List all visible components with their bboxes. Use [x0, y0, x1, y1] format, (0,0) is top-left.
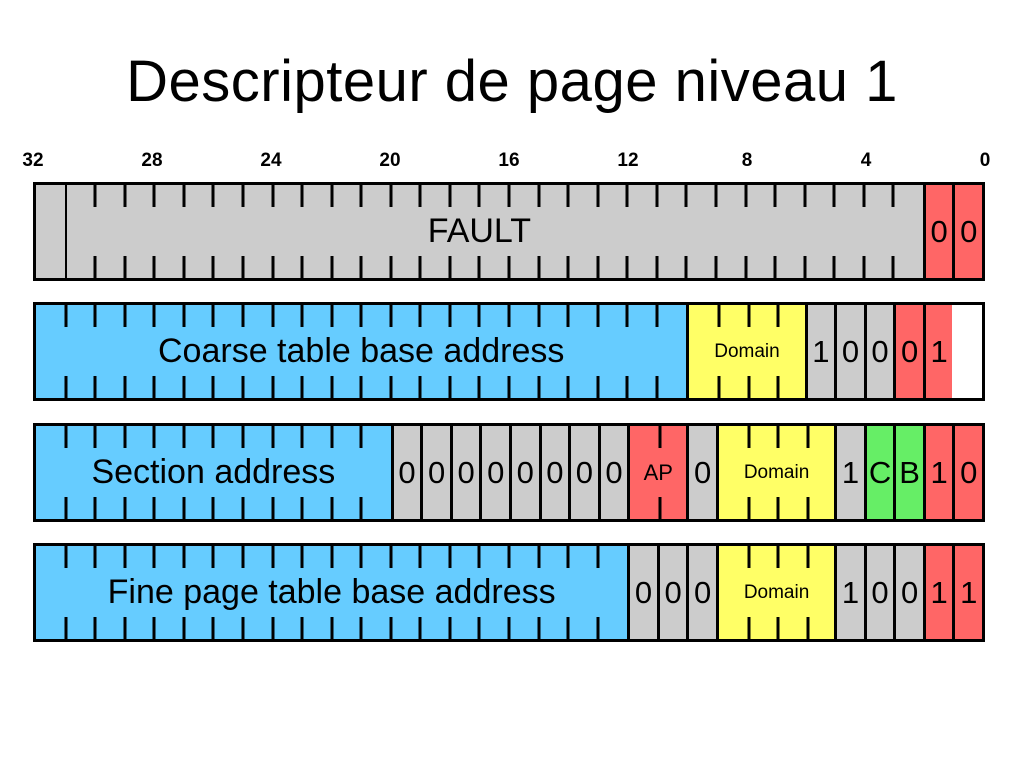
field-label: 0 [398, 454, 416, 490]
field-label: 0 [516, 454, 534, 490]
field-coarse-1: 1 [922, 305, 953, 398]
field-label: 0 [900, 574, 919, 610]
field-coarse-0: 0 [834, 305, 864, 398]
field-label: 1 [930, 454, 948, 490]
field-fine-0: 0 [656, 546, 687, 639]
field-label: 0 [694, 454, 712, 490]
field-label: 0 [457, 454, 475, 490]
field-label: 1 [930, 333, 948, 369]
field-section-0: 0 [449, 426, 480, 519]
field-label: FAULT [427, 212, 532, 250]
field-label: 0 [546, 454, 564, 490]
bit-tick-label-32: 32 [22, 150, 44, 171]
field-coarse-1: 1 [804, 305, 835, 398]
field-fine-0: 0 [686, 546, 716, 639]
field-coarse-domain: Domain [686, 305, 805, 398]
field-fine-0: 0 [863, 546, 894, 639]
field-label: 0 [487, 454, 505, 490]
field-label: 0 [930, 213, 948, 249]
field-label: Domain [743, 461, 810, 483]
bit-tick-label-8: 8 [741, 150, 753, 171]
field-label: 0 [960, 454, 978, 490]
field-label: AP [643, 459, 673, 485]
field-label: 0 [900, 333, 919, 369]
field-fine-0: 0 [893, 546, 923, 639]
field-label: 0 [575, 454, 594, 490]
field-label: 0 [871, 574, 889, 610]
field-label: 0 [634, 574, 653, 610]
field-label: Section address [91, 453, 336, 491]
field-coarse-0: 0 [893, 305, 923, 398]
field-section-0: 0 [952, 426, 982, 519]
field-fault-0: 0 [952, 185, 982, 278]
field-label: 1 [841, 454, 860, 490]
field-fine-1: 1 [922, 546, 953, 639]
field-section-1: 1 [834, 426, 864, 519]
field-section-0: 0 [686, 426, 716, 519]
bit-tick-label-4: 4 [860, 150, 872, 171]
field-label: 0 [841, 333, 860, 369]
field-label: 1 [930, 574, 948, 610]
field-fine-1: 1 [952, 546, 982, 639]
field-section-0: 0 [597, 426, 628, 519]
bit-tick-label-20: 20 [379, 150, 401, 171]
bit-tick-label-0: 0 [979, 150, 991, 171]
field-label: 0 [871, 333, 889, 369]
field-label: 0 [664, 574, 682, 610]
field-fine-domain: Domain [715, 546, 835, 639]
field-section-1: 1 [922, 426, 953, 519]
field-fine-fine-page-table-base-address: Fine page table base address [36, 546, 628, 639]
field-fault-fault: FAULT [36, 185, 923, 278]
field-label: 1 [812, 333, 830, 369]
bit-tick-label-28: 28 [141, 150, 163, 171]
field-section-0: 0 [538, 426, 569, 519]
field-section-ap: AP [627, 426, 687, 519]
field-section-domain: Domain [715, 426, 835, 519]
field-label: 0 [960, 213, 978, 249]
field-section-section-address: Section address [36, 426, 391, 519]
bit-tick-label-12: 12 [617, 150, 639, 171]
field-coarse-0: 0 [863, 305, 894, 398]
field-fault-0: 0 [922, 185, 953, 278]
field-section-c: C [863, 426, 894, 519]
field-section-0: 0 [420, 426, 450, 519]
field-label: 1 [960, 574, 978, 610]
bit-tick-label-24: 24 [260, 150, 282, 171]
field-label: Coarse table base address [158, 332, 565, 370]
field-label: Domain [743, 581, 810, 603]
field-label: C [868, 454, 892, 490]
field-fine-0: 0 [627, 546, 657, 639]
bit-tick-label-16: 16 [498, 150, 520, 171]
field-label: 1 [841, 574, 860, 610]
field-fine-1: 1 [834, 546, 864, 639]
field-label: 0 [605, 454, 623, 490]
field-label: Domain [714, 340, 780, 362]
field-section-b: B [893, 426, 923, 519]
field-label: B [899, 454, 920, 490]
page-title: Descripteur de page niveau 1 [126, 49, 898, 114]
field-section-0: 0 [568, 426, 598, 519]
field-coarse-coarse-table-base-address: Coarse table base address [36, 305, 687, 398]
field-section-0: 0 [479, 426, 509, 519]
field-label: 0 [694, 574, 712, 610]
field-section-0: 0 [390, 426, 421, 519]
field-section-0: 0 [509, 426, 539, 519]
bit-scale-ruler: 32 28 24 20 16 12 8 4 0 [22, 150, 990, 176]
field-label: Fine page table base address [107, 573, 556, 611]
field-label: 0 [427, 454, 446, 490]
